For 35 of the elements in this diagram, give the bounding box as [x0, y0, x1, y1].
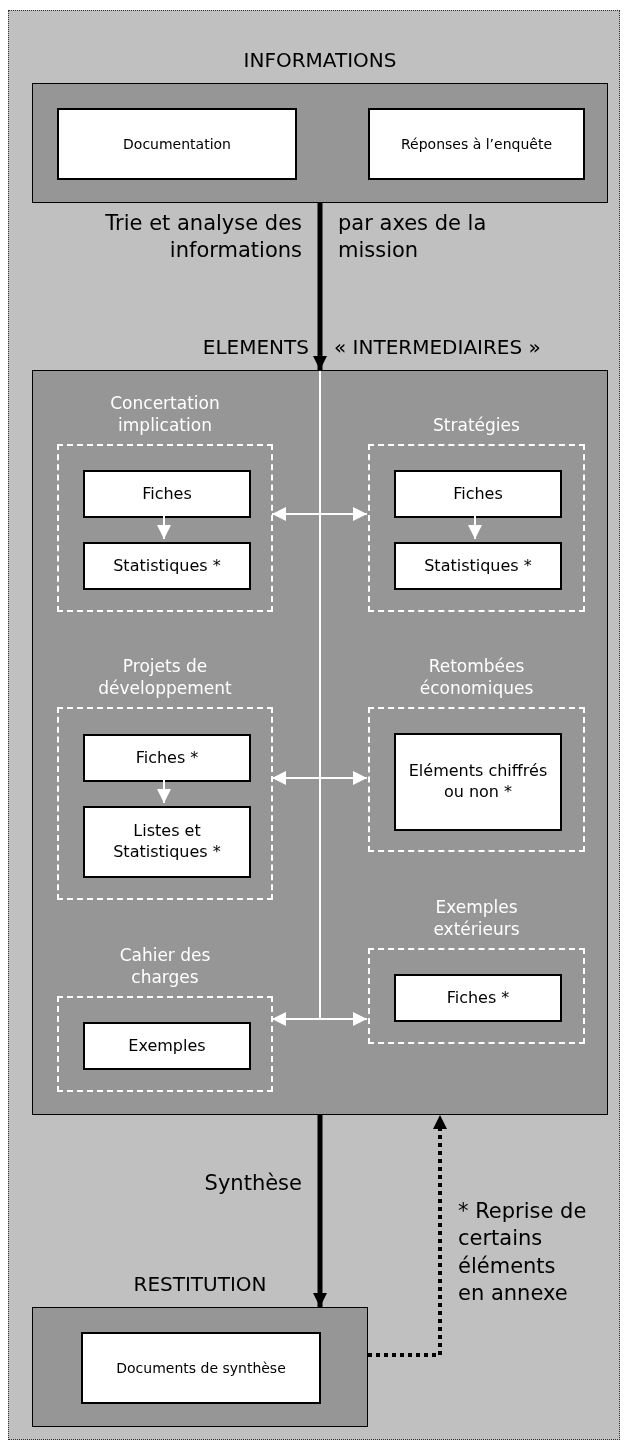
process-box: Eléments chiffrés ou non * [394, 733, 562, 831]
section-heading: RESTITUTION [132, 1272, 268, 1296]
process-box: Fiches [394, 470, 562, 518]
section-heading: « INTERMEDIAIRES » [334, 335, 541, 359]
group-heading: Cahier des charges [118, 943, 212, 988]
arrow [468, 514, 482, 540]
process-box: Statistiques * [83, 542, 251, 590]
arrow [368, 1115, 447, 1357]
arrow [157, 778, 171, 804]
section-heading: INFORMATIONS [242, 48, 398, 72]
group-heading: Concertation implication [109, 391, 221, 436]
group-heading: Retombées économiques [418, 654, 535, 699]
group-heading: Stratégies [432, 413, 521, 436]
process-box: Exemples [83, 1022, 251, 1070]
section-heading: ELEMENTS [202, 335, 309, 359]
edge-label: * Reprise de certains éléments en annexe [458, 1198, 588, 1307]
process-box: Réponses à l’enquête [368, 108, 585, 180]
process-box: Fiches * [394, 974, 562, 1022]
flow-note: Trie et analyse des informations [104, 210, 302, 265]
arrow [313, 1115, 327, 1307]
arrow [271, 771, 368, 785]
group-heading: Exemples extérieurs [432, 895, 521, 940]
process-box: Fiches [83, 470, 251, 518]
arrow [271, 1012, 368, 1026]
flow-note: par axes de la mission [338, 210, 488, 265]
edge-label: Synthèse [203, 1170, 302, 1197]
arrow [157, 514, 171, 540]
arrow [313, 203, 327, 370]
process-box: Listes et Statistiques * [83, 806, 251, 878]
group-heading: Projets de développement [97, 654, 233, 699]
process-box: Documents de synthèse [81, 1332, 321, 1404]
process-box: Documentation [57, 108, 297, 180]
process-box: Fiches * [83, 734, 251, 782]
process-box: Statistiques * [394, 542, 562, 590]
arrow [271, 507, 368, 521]
